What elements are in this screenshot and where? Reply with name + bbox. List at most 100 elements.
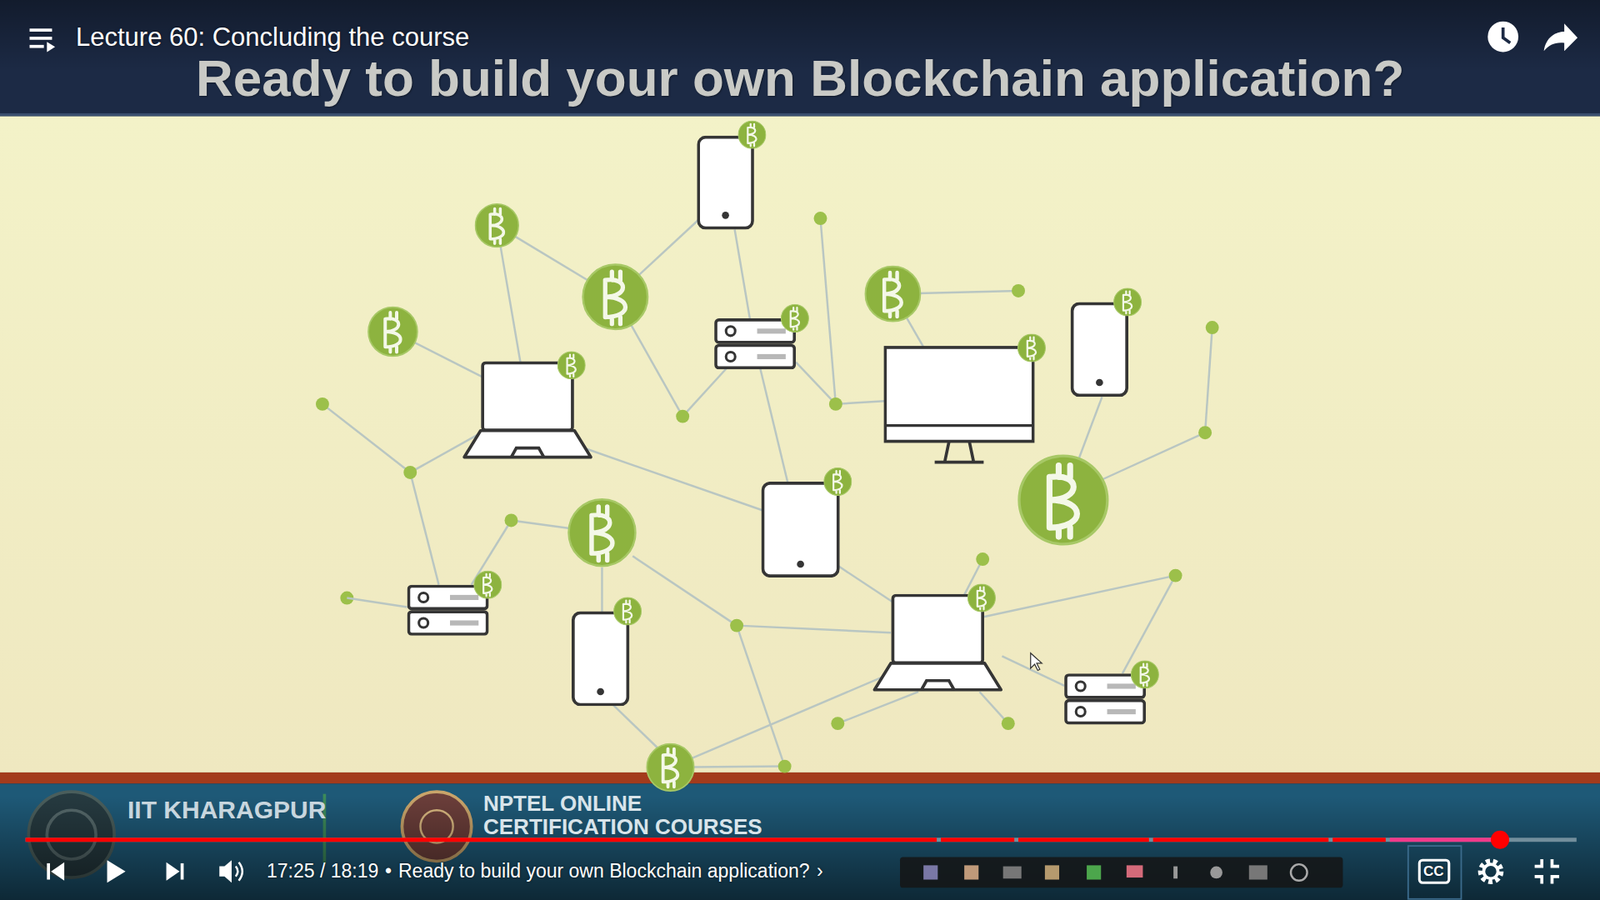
exit-fullscreen-icon [1535,859,1560,884]
progress-track [25,837,1577,842]
progress-played [25,837,937,842]
dot [1205,320,1220,335]
coin-badge [1130,660,1159,689]
link [322,404,410,473]
progress-played [1018,837,1150,842]
coin-icon [1019,455,1108,545]
link [820,218,835,405]
tool-icon [1126,865,1144,878]
link [760,368,788,483]
share-icon [1544,23,1578,51]
chapter-chevron: › [816,860,824,882]
program-name: CERTIFICATION COURSES [483,815,763,840]
link [1101,432,1205,480]
mouse-cursor [1030,653,1042,671]
coin-badge [824,468,852,496]
coin-badge [557,351,585,380]
time-display: 17:25 / 18:19 [266,860,379,882]
slide-ground [0,116,1600,773]
link [835,400,885,405]
progress-played [1153,837,1330,842]
gear-ring [1483,864,1498,879]
dot [505,514,519,528]
player-bottom-shade [0,795,1600,900]
tool-icon [1003,866,1022,880]
program-name: NPTEL ONLINE [483,791,642,816]
dot [675,410,690,424]
link [632,555,737,625]
link [1205,327,1213,433]
coin-badge [1114,288,1142,316]
link [837,691,919,724]
next-bar [180,863,185,880]
dot [778,760,792,774]
link [736,625,785,767]
settings-icon [1480,860,1501,881]
watch-later-icon [1487,21,1519,53]
dot [829,397,843,411]
link [736,625,891,634]
coin-badge [1018,334,1046,362]
server-icon [1065,675,1145,724]
network-lines [322,218,1213,768]
tablet-icon [762,483,838,576]
cc-button-frame [1408,845,1462,900]
tool-icon [1249,865,1268,880]
coin-badge [968,584,996,612]
menu-icon [30,28,56,52]
tool-icon [1086,865,1101,880]
server-icon [715,320,795,369]
prev-icon [50,862,65,881]
menu-line [30,45,45,49]
link [839,566,894,603]
dot [830,716,845,730]
coin-nodes [368,204,1108,791]
coin-badge [614,597,642,625]
menu-line [30,28,53,32]
tool-icon [1045,865,1060,880]
dot [1198,425,1212,440]
clock-face [1487,21,1519,53]
link [346,598,407,608]
play-icon [107,860,126,883]
coin-icon [568,499,635,566]
dot [975,552,990,566]
chapter-title: Ready to build your own Blockchain appli… [398,860,810,882]
toolbar-bg [900,857,1343,889]
coin-icon [368,307,418,357]
dot [315,397,330,411]
link [670,673,890,768]
dot [1169,569,1183,583]
progress-played [1332,837,1386,842]
link [735,230,750,320]
volume-waves [235,862,243,881]
tool-icon [1290,864,1308,881]
dot [403,465,417,480]
dot [814,211,828,225]
separator-dot: • [385,860,392,882]
device-badges [474,120,1159,689]
link [795,362,836,405]
menu-line [30,36,53,40]
progress-played [1390,837,1500,842]
tool-icon [1210,866,1223,880]
dot [730,619,744,633]
menu-arrow [46,41,55,52]
coin-icon [475,204,519,248]
red-strip [0,772,1600,784]
phone-icon [1072,303,1128,395]
link [600,567,603,613]
network-dots [315,211,1220,773]
annotation-toolbar [900,857,1343,889]
cc-box [1419,860,1450,883]
header-edge [0,113,1600,117]
prev-bar [46,863,50,880]
tool-icon [1173,866,1178,880]
coin-badge [780,305,809,333]
link [410,472,439,585]
cc-text: CC [1423,864,1445,880]
dot [1001,716,1015,730]
gear-outer [1480,860,1501,881]
monitor-icon [885,347,1034,463]
